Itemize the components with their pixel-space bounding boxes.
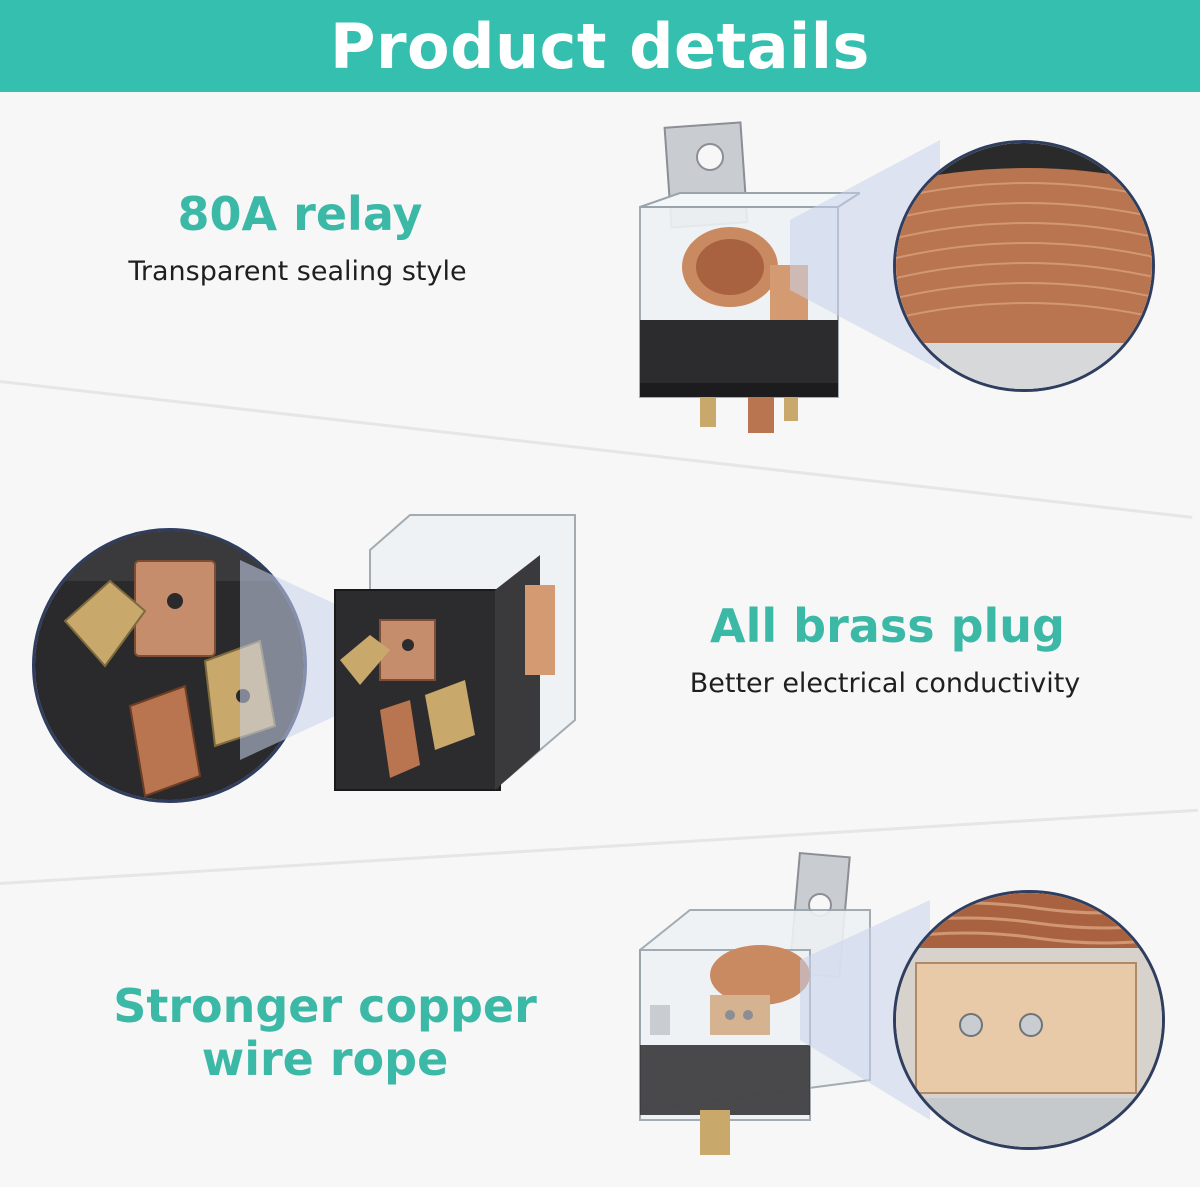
section-1-heading: 80A relay (177, 187, 423, 241)
page-title: Product details (330, 9, 870, 83)
section-divider-2 (0, 808, 1198, 885)
copper-coil-closeup (896, 143, 1152, 389)
zoom-beam-3 (800, 900, 930, 1120)
header-banner: Product details (0, 0, 1200, 92)
relay-product-image (639, 121, 860, 433)
relay-copper-rope-image (639, 851, 871, 1155)
copper-rope-closeup (896, 893, 1162, 1147)
section-2-heading: All brass plug (710, 599, 1065, 653)
section-1-subtext: Transparent sealing style (128, 256, 467, 287)
section-2-subtext: Better electrical conductivity (689, 668, 1081, 699)
relay-bottom-image (334, 514, 576, 791)
coil-zoom-circle (893, 140, 1155, 392)
rope-zoom-circle (893, 890, 1165, 1150)
section-3-heading-line-2: wire rope (201, 1031, 449, 1086)
section-divider-1 (0, 380, 1193, 519)
section-3-heading-line-1: Stronger copper (113, 979, 537, 1033)
section-3-heading: Stronger copper wire rope (110, 980, 540, 1086)
